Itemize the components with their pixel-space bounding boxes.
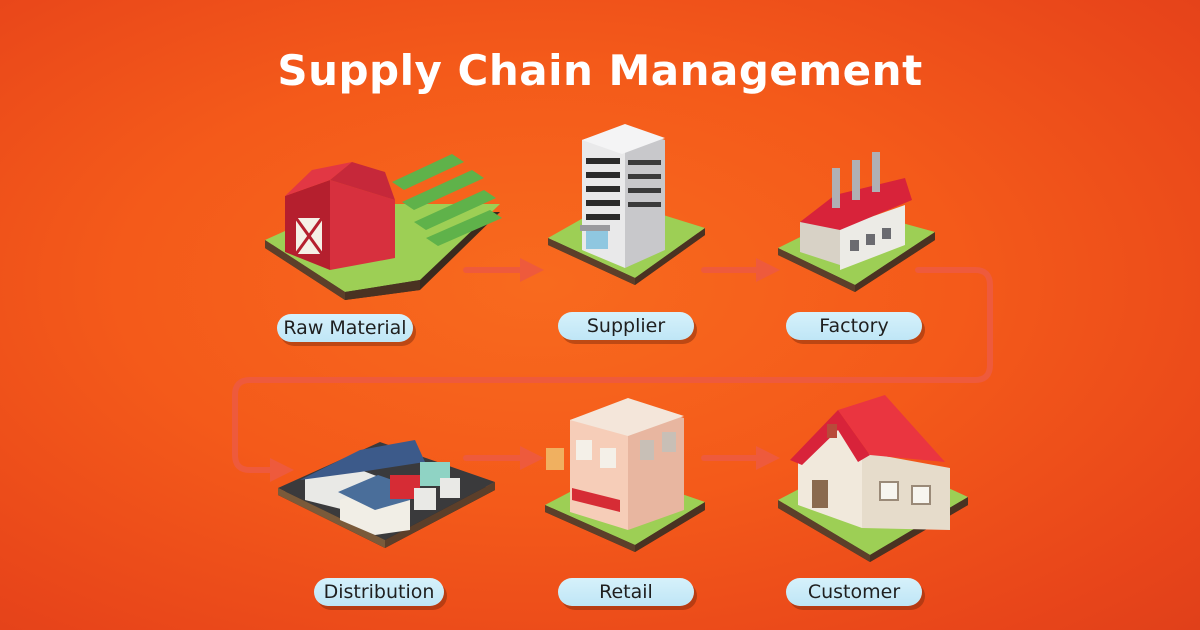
customer-illustration (778, 395, 968, 562)
supplier-illustration (548, 124, 705, 285)
stage-label-raw-material: Raw Material (277, 314, 413, 342)
stage-label-factory: Factory (786, 312, 922, 340)
raw-material-illustration (265, 154, 502, 300)
distribution-illustration (278, 440, 495, 548)
stage-label-retail: Retail (558, 578, 694, 606)
retail-illustration (545, 398, 705, 552)
factory-illustration (778, 152, 935, 292)
stage-label-supplier: Supplier (558, 312, 694, 340)
stage-label-distribution: Distribution (314, 578, 444, 606)
stage-label-customer: Customer (786, 578, 922, 606)
